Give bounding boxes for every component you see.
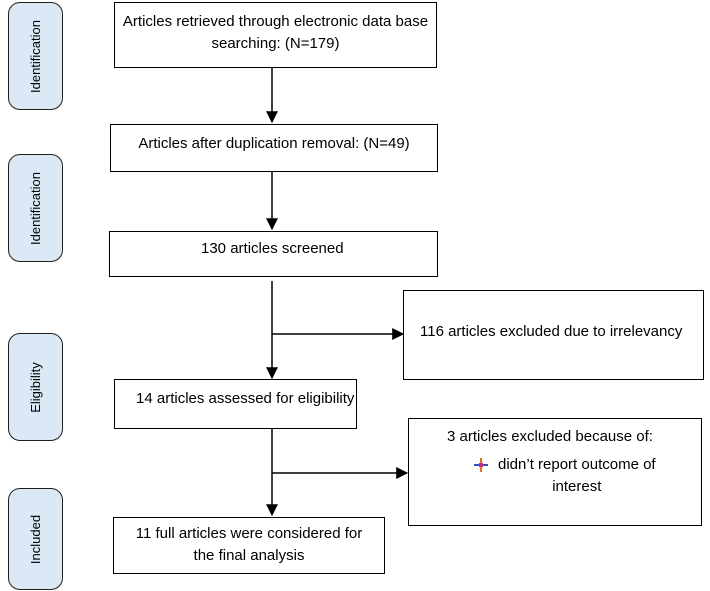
box-text: 116 articles excluded due to irrelevancy [420,323,683,340]
box-title: 3 articles excluded because of: [447,428,653,445]
box-after-duplication-removal: Articles after duplication removal: (N=4… [110,124,438,172]
box-assessed-eligibility: 14 articles assessed for eligibility [114,379,357,429]
box-articles-retrieved: Articles retrieved through electronic da… [114,2,437,68]
bullet-star-icon [474,458,488,472]
box-text: Articles retrieved through electronic da… [122,13,429,30]
box-excluded-reasons: 3 articles excluded because of: didn’t r… [408,418,702,526]
box-articles-screened: 130 articles screened [109,231,438,277]
box-text: 130 articles screened [201,240,344,257]
reason-line: interest [552,478,602,495]
box-included-final-analysis: 11 full articles were considered for the… [113,517,385,574]
box-text: searching: (N=179) [211,35,340,52]
box-excluded-irrelevancy: 116 articles excluded due to irrelevancy [403,290,704,380]
box-text: 11 full articles were considered for [135,525,363,542]
reason-item: didn’t report outcome of interest [409,454,701,498]
stage-label-included: Included [8,488,63,590]
box-text: 14 articles assessed for eligibility [136,390,355,407]
reason-text: didn’t report outcome of interest [498,454,656,498]
stage-label-identification-1: Identification [8,2,63,110]
box-text: the final analysis [193,547,305,564]
box-text: Articles after duplication removal: (N=4… [138,135,410,152]
stage-label-identification-2: Identification [8,154,63,262]
stage-label-eligibility: Eligibility [8,333,63,441]
reason-line: didn’t report outcome of [498,456,656,473]
